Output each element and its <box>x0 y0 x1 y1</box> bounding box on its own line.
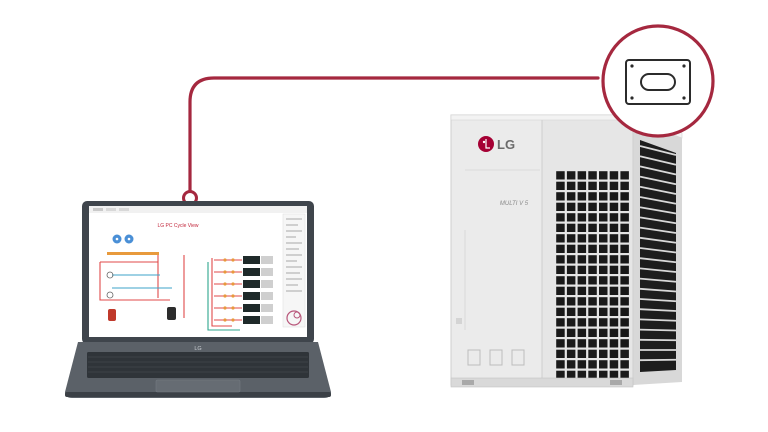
indoor-unit-rows <box>214 256 273 324</box>
compressor-icon <box>108 309 116 321</box>
unit-base-knockouts <box>467 349 525 366</box>
unit-brand-text: LG <box>497 137 515 152</box>
unit-front-left-panel <box>450 114 543 386</box>
fan-icon <box>112 234 134 244</box>
connector-callout <box>601 24 715 138</box>
laptop-keyboard <box>87 352 309 378</box>
unit-front-grille <box>554 169 632 382</box>
screen-app-title: LG PC Cycle View <box>157 223 198 229</box>
compressor-icon <box>167 307 176 320</box>
outdoor-unit: LG MULTI V 5 <box>450 114 683 388</box>
unit-model-badge: MULTI V 5 <box>500 201 529 207</box>
connector-port-icon <box>625 59 691 105</box>
laptop: LG PC Cycle View <box>65 201 331 398</box>
unit-side-grille <box>639 140 677 372</box>
lg-logo: LG <box>478 136 515 152</box>
screen-ui: LG PC Cycle View <box>89 206 307 331</box>
laptop-brand-label: LG <box>194 346 201 352</box>
laptop-touchpad <box>155 379 241 393</box>
